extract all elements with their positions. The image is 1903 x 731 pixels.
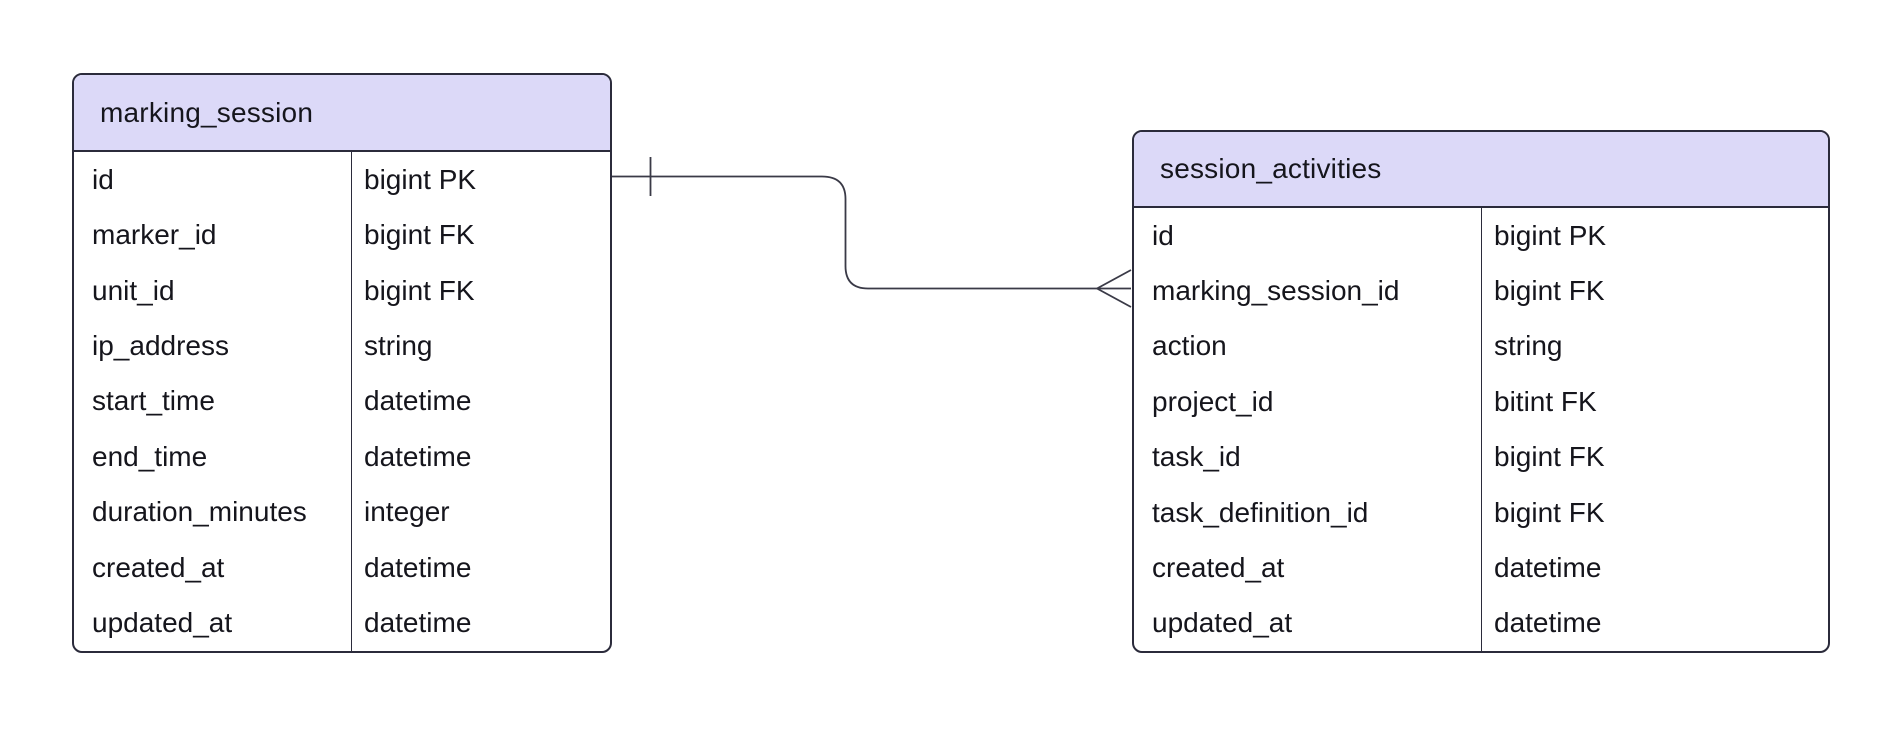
field-type: integer (351, 484, 610, 541)
field-row[interactable]: action string (1134, 318, 1828, 375)
field-type: bigint PK (351, 152, 610, 208)
field-row[interactable]: updated_at datetime (1134, 595, 1828, 651)
field-row[interactable]: created_at datetime (1134, 540, 1828, 596)
field-name: action (1152, 330, 1227, 362)
field-row[interactable]: updated_at datetime (74, 595, 610, 651)
field-type: string (1481, 318, 1828, 375)
field-name: updated_at (1152, 607, 1293, 639)
field-type: bitint FK (1481, 374, 1828, 430)
field-name: id (92, 163, 114, 195)
field-type: datetime (1481, 595, 1828, 651)
field-row[interactable]: project_id bitint FK (1134, 374, 1828, 430)
field-row[interactable]: task_id bigint FK (1134, 429, 1828, 485)
field-name: duration_minutes (92, 496, 307, 528)
entity-header[interactable]: marking_session (74, 75, 610, 152)
field-name: task_id (1152, 441, 1241, 473)
entity-title: marking_session (100, 96, 314, 128)
field-type: bigint FK (1481, 484, 1828, 541)
entity-title: session_activities (1160, 153, 1382, 184)
entity-header[interactable]: session_activities (1134, 132, 1828, 208)
field-row[interactable]: start_time datetime (74, 373, 610, 430)
field-row[interactable]: duration_minutes integer (74, 484, 610, 541)
field-type: bigint FK (351, 207, 610, 263)
field-type: string (351, 318, 610, 374)
field-row[interactable]: task_definition_id bigint FK (1134, 484, 1828, 541)
field-name: project_id (1152, 385, 1274, 417)
field-type: bigint FK (1481, 429, 1828, 485)
field-row[interactable]: unit_id bigint FK (74, 262, 610, 319)
field-name: marking_session_id (1152, 275, 1400, 307)
many-cardinality-icon (1096, 269, 1132, 308)
field-name: unit_id (92, 274, 175, 306)
field-name: task_definition_id (1152, 496, 1369, 528)
field-row[interactable]: end_time datetime (74, 429, 610, 485)
field-name: id (1152, 219, 1174, 251)
field-type: datetime (351, 540, 610, 596)
field-type: datetime (351, 373, 610, 430)
field-name: ip_address (92, 330, 229, 362)
field-type: bigint PK (1481, 208, 1828, 264)
field-type: bigint FK (351, 262, 610, 319)
field-row[interactable]: marker_id bigint FK (74, 207, 610, 263)
field-row[interactable]: id bigint PK (74, 152, 610, 208)
field-type: datetime (351, 595, 610, 651)
relationship-line (612, 175, 1131, 290)
field-name: start_time (92, 385, 215, 417)
field-row[interactable]: ip_address string (74, 318, 610, 374)
field-row[interactable]: created_at datetime (74, 540, 610, 596)
field-type: datetime (351, 429, 610, 485)
field-name: created_at (92, 551, 225, 583)
field-name: created_at (1152, 551, 1285, 583)
field-type: bigint FK (1481, 263, 1828, 319)
field-type: datetime (1481, 540, 1828, 596)
field-name: marker_id (92, 219, 217, 251)
field-row[interactable]: id bigint PK (1134, 208, 1828, 264)
field-row[interactable]: marking_session_id bigint FK (1134, 263, 1828, 319)
field-name: updated_at (92, 607, 233, 639)
field-name: end_time (92, 440, 208, 472)
